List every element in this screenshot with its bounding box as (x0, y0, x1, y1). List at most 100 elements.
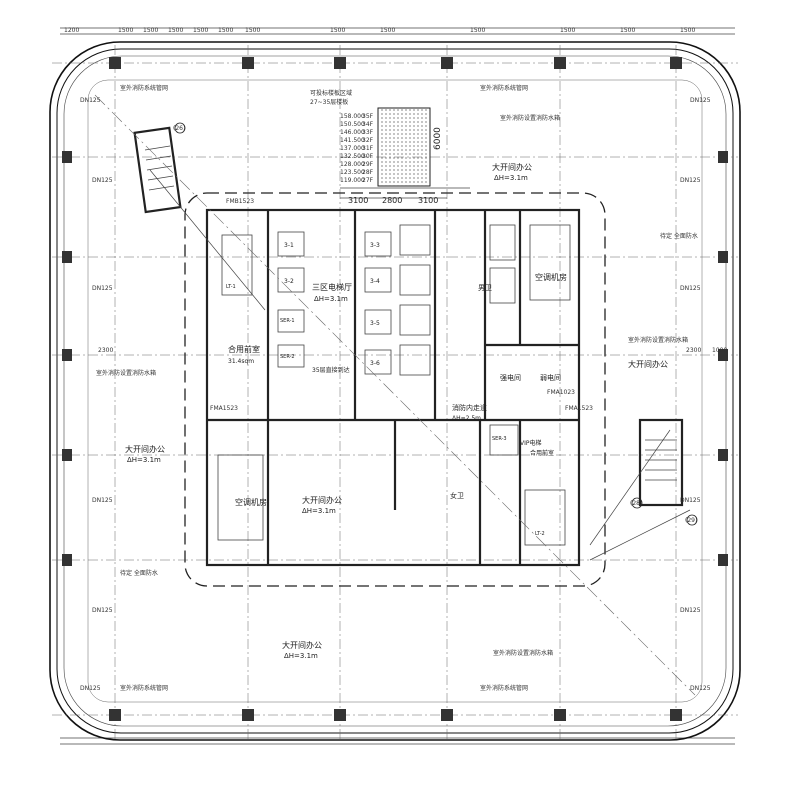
core-dim-1: 3100 (348, 196, 368, 205)
door-tag-3: FMA1023 (547, 389, 575, 396)
label-lobby: 三区电梯厅 (312, 282, 352, 292)
label-office-ne-h: ΔH=3.1m (494, 174, 528, 182)
level-7: 123.500 (340, 169, 365, 176)
dn-tag-6: DN125 (680, 285, 701, 292)
elevator-lt-1: LT-1 (226, 284, 236, 290)
label-office-ne: 大开间办公 (492, 162, 532, 172)
note-ne: 室外消防系统管网 (480, 84, 528, 92)
elevator-shafts (217, 224, 571, 546)
door-tag-4: FMB1523 (226, 198, 254, 205)
level-range: 27~35层楼板 (310, 98, 348, 106)
note-water-w: 室外消防设置消防水箱 (96, 369, 156, 377)
level-tag-4: 31F (362, 145, 374, 152)
core-walls (205, 208, 581, 567)
label-corridor-note: 35层直接到达 (312, 366, 350, 374)
dim-top-6: 1500 (218, 27, 233, 34)
void-dimension: 6000 (433, 127, 443, 150)
bottom-dimension-chain (60, 737, 735, 745)
elevator-3-2: 3-2 (284, 278, 294, 285)
level-3: 141.500 (340, 137, 365, 144)
dn-tag-11: DN125 (80, 685, 101, 692)
level-tag-0: 35F (362, 113, 374, 120)
dn-tag-12: DN125 (690, 685, 711, 692)
label-office-s-h: ΔH=3.1m (284, 652, 318, 660)
note-sw: 室外消防系统管网 (120, 684, 168, 692)
dn-tag-10: DN125 (680, 607, 701, 614)
label-lobby-height: ΔH=3.1m (314, 295, 348, 303)
level-table: 可投标楼板区域 27~35层楼板 158.000 150.500 146.000… (310, 89, 443, 184)
stair-code-3: (29) (685, 517, 697, 524)
label-office-w-h: ΔH=3.1m (127, 456, 161, 464)
elevator-ser-3: SER-3 (492, 436, 507, 442)
dim-top-11: 1500 (560, 27, 575, 34)
void-hatch (340, 107, 470, 189)
label-ac-room-south: 空调机房 (235, 497, 267, 507)
level-tag-1: 34F (362, 121, 374, 128)
dim-top-10: 1500 (470, 27, 485, 34)
diagonal-reference-lines (94, 94, 696, 696)
dn-tag-4: DN125 (680, 177, 701, 184)
elevator-lt-2: LT-2 (535, 531, 545, 537)
note-water-e: 室外消防设置消防水箱 (628, 336, 688, 344)
note-waterproof-w: 待定 全面防水 (120, 569, 158, 577)
level-5: 132.500 (340, 153, 365, 160)
label-toilet-f: 女卫 (450, 491, 464, 500)
label-toilet-m: 男卫 (478, 284, 492, 292)
label-office-s: 大开间办公 (282, 640, 322, 650)
label-corridor: 消防内走道 (452, 403, 487, 412)
stair-east (638, 418, 684, 507)
dn-tag-2: DN125 (690, 97, 711, 104)
dim-top-9: 1500 (380, 27, 395, 34)
elevator-ser-2: SER-2 (280, 354, 295, 360)
level-1: 150.500 (340, 121, 365, 128)
label-office-core-h: ΔH=3.1m (302, 507, 336, 515)
level-6: 128.000 (340, 161, 365, 168)
dn-tag-8: DN125 (680, 497, 701, 504)
dim-top-3: 1500 (143, 27, 158, 34)
dn-tag-7: DN125 (92, 497, 113, 504)
label-office-w: 大开间办公 (125, 444, 165, 454)
dim-top-5: 1500 (193, 27, 208, 34)
stair-northwest (133, 126, 182, 214)
dim-top-7: 1500 (245, 27, 260, 34)
level-tag-2: 33F (362, 129, 374, 136)
label-office-core: 大开间办公 (302, 495, 342, 505)
dn-tag-5: DN125 (92, 285, 113, 292)
side-dim-w: 2300 (98, 347, 113, 354)
elevator-3-3: 3-3 (370, 242, 380, 249)
note-waterproof-e: 待定 全面防水 (660, 232, 698, 240)
elevator-3-6: 3-6 (370, 360, 380, 367)
dim-top-4: 1500 (168, 27, 183, 34)
dim-top-1: 1200 (64, 27, 79, 34)
core-boundary (184, 192, 606, 587)
dim-top-8: 1500 (330, 27, 345, 34)
label-ac-room-north: 空调机房 (535, 272, 567, 282)
elevator-ser-1: SER-1 (280, 318, 295, 324)
door-tag-2: FMA1523 (565, 405, 593, 412)
elevator-3-4: 3-4 (370, 278, 380, 285)
level-8: 119.000 (340, 177, 365, 184)
label-refuge-area: 31.4sqm (228, 358, 254, 365)
label-vip: VIP电梯 (520, 439, 542, 447)
exterior-envelope (49, 41, 741, 741)
elevator-3-5: 3-5 (370, 320, 380, 327)
note-water-n: 室外消防设置消防水箱 (500, 114, 560, 122)
dn-tag-3: DN125 (92, 177, 113, 184)
label-weak-electric: 弱电间 (540, 373, 561, 382)
note-se: 室外消防系统管网 (480, 684, 528, 692)
label-refuge: 合用前室 (228, 344, 260, 354)
stair-code-1: (26) (173, 125, 185, 132)
core-dim-3: 3100 (418, 196, 438, 205)
elevator-3-1: 3-1 (284, 242, 294, 249)
top-dimension-chain: 1200 1500 1500 1500 1500 1500 1500 1500 … (60, 27, 735, 35)
label-strong-electric: 强电间 (500, 373, 521, 382)
dim-top-13: 1500 (680, 27, 695, 34)
columns (62, 57, 728, 721)
level-0: 158.000 (340, 113, 365, 120)
level-title: 可投标楼板区域 (310, 89, 352, 97)
level-tag-3: 32F (362, 137, 374, 144)
level-4: 137.000 (340, 145, 365, 152)
dn-tag-1: DN125 (80, 97, 101, 104)
stair-code-2: (28) (630, 500, 642, 507)
